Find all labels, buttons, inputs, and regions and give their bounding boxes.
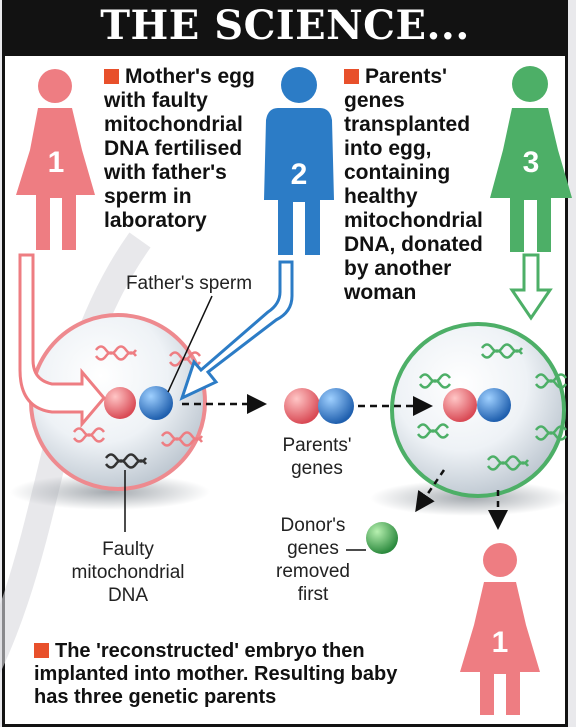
- step-2-line: mitochondrial: [344, 209, 483, 233]
- donor-number: 3: [523, 146, 540, 179]
- parents-genes-blue: [318, 388, 354, 424]
- step-2-line: genes: [344, 89, 483, 113]
- step-3-caption: The 'reconstructed' embryo then implante…: [34, 640, 397, 709]
- step-2-line: Parents': [365, 65, 447, 88]
- step-2-line: containing: [344, 161, 483, 185]
- step-1-caption: Mother's egg with faulty mitochondrial D…: [104, 65, 255, 233]
- mother-number: 1: [48, 146, 65, 179]
- bullet-square-icon: [344, 69, 359, 84]
- step-3-line: has three genetic parents: [34, 686, 397, 709]
- parents-genes-red: [284, 388, 320, 424]
- step-2-caption: Parents' genes transplanted into egg, co…: [344, 65, 483, 305]
- step-1-line: laboratory: [104, 209, 255, 233]
- baby-number: 1: [492, 626, 509, 659]
- father-number: 2: [291, 158, 308, 191]
- step-3-line: implanted into mother. Resulting baby: [34, 663, 397, 686]
- step-2-line: healthy: [344, 185, 483, 209]
- donor-genes-ball: [366, 522, 398, 554]
- parents-genes-label-line: Parents': [262, 434, 372, 457]
- step-1-line: with faulty: [104, 89, 255, 113]
- faulty-dna-label: Faulty mitochondrial DNA: [58, 538, 198, 607]
- faulty-dna-label-line: DNA: [58, 584, 198, 607]
- mother-nucleus: [104, 387, 136, 419]
- bullet-square-icon: [34, 643, 49, 658]
- step-1-line: Mother's egg: [125, 65, 255, 88]
- donor-genes-label-line: removed: [268, 560, 358, 583]
- donor-genes-label: Donor's genes removed first: [268, 514, 358, 606]
- step-1-line: DNA fertilised: [104, 137, 255, 161]
- bullet-square-icon: [104, 69, 119, 84]
- donor-to-egg-arrow: [512, 255, 550, 318]
- faulty-dna-label-line: Faulty: [58, 538, 198, 561]
- parents-genes-label-line: genes: [262, 457, 372, 480]
- step-3-line: The 'reconstructed' embryo then: [55, 640, 365, 662]
- transplanted-genes-blue: [477, 388, 511, 422]
- step-1-line: with father's: [104, 161, 255, 185]
- step-2-line: by another: [344, 257, 483, 281]
- faulty-dna-label-line: mitochondrial: [58, 561, 198, 584]
- parents-genes-label: Parents' genes: [262, 434, 372, 480]
- fathers-sperm-label: Father's sperm: [114, 272, 264, 295]
- step-1-line: sperm in: [104, 185, 255, 209]
- step-2-line: woman: [344, 281, 483, 305]
- step-2-line: transplanted: [344, 113, 483, 137]
- donor-genes-label-line: first: [268, 583, 358, 606]
- step-2-line: DNA, donated: [344, 233, 483, 257]
- step-1-line: mitochondrial: [104, 113, 255, 137]
- step-2-line: into egg,: [344, 137, 483, 161]
- donor-genes-label-line: Donor's: [268, 514, 358, 537]
- donor-genes-label-line: genes: [268, 537, 358, 560]
- transplanted-genes-red: [443, 388, 477, 422]
